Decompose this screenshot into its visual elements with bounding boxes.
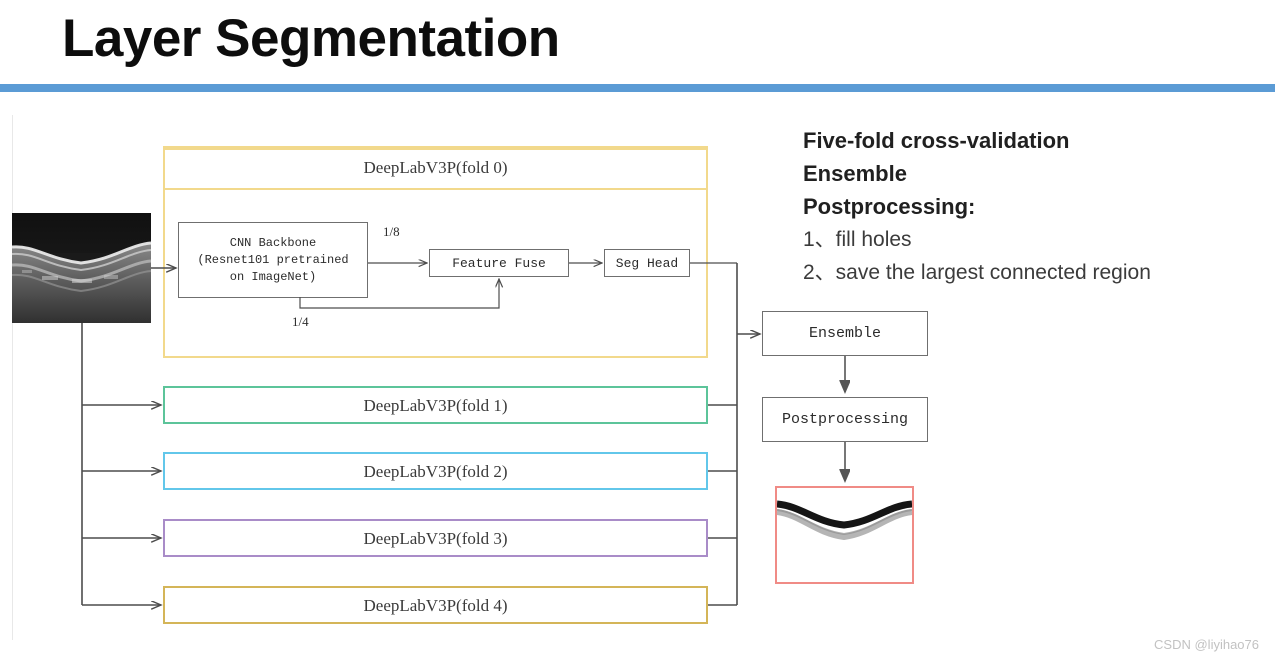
page-title: Layer Segmentation [62, 9, 560, 68]
fold1-box [163, 386, 708, 424]
fold0-header-strip [163, 148, 708, 190]
fold0-title: DeepLabV3P(fold 0) [363, 158, 508, 177]
stride-label-one-fourth: 1/4 [292, 314, 309, 329]
content-divider [12, 115, 13, 640]
fold4-box [163, 586, 708, 624]
cnn-backbone-line-2: (Resnet101 pretrained [197, 252, 349, 267]
title-underline-rule [0, 84, 1275, 92]
fold3-box [163, 519, 708, 557]
ensemble-box: Ensemble [762, 311, 928, 356]
note-item-fill-holes: 1、fill holes [803, 228, 912, 251]
fold3-title: DeepLabV3P(fold 3) [363, 529, 508, 548]
input-oct-image [12, 213, 151, 323]
stride-label-one-eighth: 1/8 [383, 224, 400, 239]
fold4-title: DeepLabV3P(fold 4) [363, 596, 508, 615]
cnn-backbone-box: CNN Backbone (Resnet101 pretrained on Im… [178, 222, 368, 298]
fold2-box [163, 452, 708, 490]
csdn-watermark: CSDN @liyihao76 [1154, 637, 1259, 652]
cnn-backbone-line-1: CNN Backbone [229, 235, 317, 250]
note-heading-postprocessing: Postprocessing: [803, 194, 976, 219]
postprocessing-box: Postprocessing [762, 397, 928, 442]
seg-head-box: Seg Head [604, 249, 690, 277]
feature-fuse-box: Feature Fuse [429, 249, 569, 277]
note-heading-cross-validation: Five-fold cross-validation [803, 128, 1070, 153]
fold2-title: DeepLabV3P(fold 2) [363, 462, 508, 481]
note-item-largest-region: 2、save the largest connected region [803, 261, 1151, 284]
notes-block: Five-fold cross-validation Ensemble Post… [803, 124, 1263, 289]
note-heading-ensemble: Ensemble [803, 161, 907, 186]
cnn-backbone-line-3: on ImageNet) [229, 269, 317, 284]
fold1-title: DeepLabV3P(fold 1) [363, 396, 508, 415]
segmentation-result-image [775, 486, 914, 584]
